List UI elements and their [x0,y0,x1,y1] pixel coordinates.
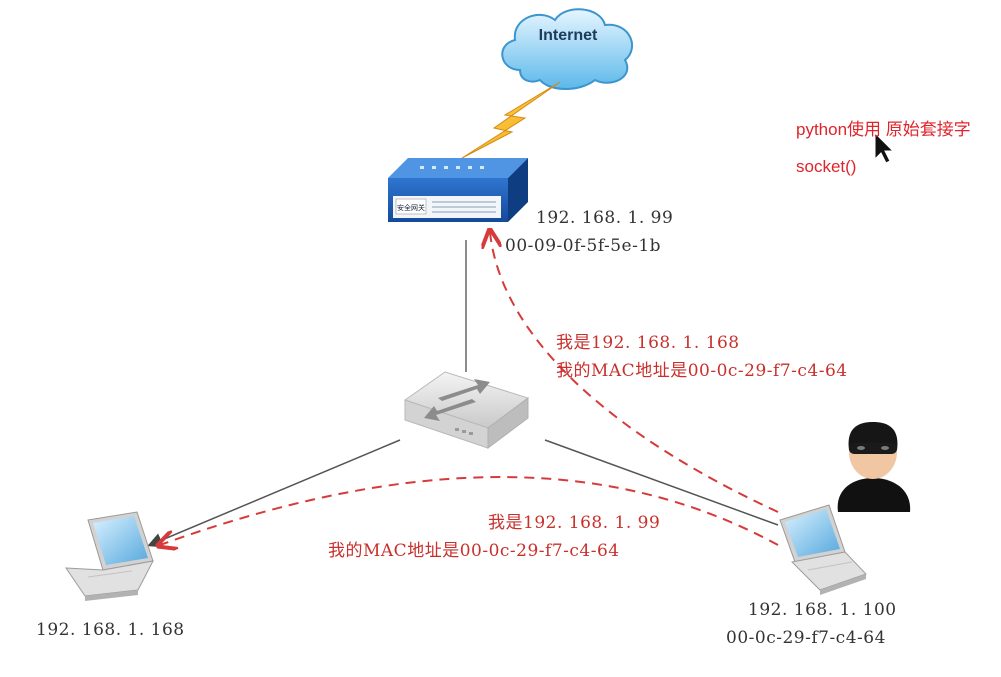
router-ip: 192. 168. 1. 99 [536,208,674,228]
msg-to-pc-line2: 我的MAC地址是00-0c-29-f7-c4-64 [328,541,620,561]
msg-to-pc-line1: 我是192. 168. 1. 99 [488,513,661,533]
laptop-left-icon [65,511,154,601]
router-icon: 安全网关 [388,158,528,222]
hacker-icon [837,422,911,512]
router-mac: 00-09-0f-5f-5e-1b [505,236,662,256]
msg-to-router-line2: 我的MAC地址是00-0c-29-f7-c4-64 [556,361,848,381]
note-socket-call: socket() [796,157,857,176]
dashed-arp-to-left-pc [160,476,779,545]
dashed-arp-to-router [490,232,779,513]
msg-to-router-line1: 我是192. 168. 1. 168 [556,333,740,353]
note-python-raw-socket: python使用 原始套接字 [796,120,971,139]
router-badge: 安全网关 [397,203,425,212]
pc-right-mac: 00-0c-29-f7-c4-64 [726,628,886,648]
laptop-right-icon [779,504,867,595]
pc-right-ip: 192. 168. 1. 100 [748,600,897,620]
lightning-icon [461,81,561,159]
cloud-label: Internet [539,27,598,44]
pc-left-ip: 192. 168. 1. 168 [36,620,185,640]
link-switch-right-pc [544,439,779,526]
link-switch-left-pc [147,439,401,548]
switch-icon [403,371,530,449]
mouse-cursor-icon [874,131,895,164]
internet-cloud-icon: Internet [501,8,634,90]
